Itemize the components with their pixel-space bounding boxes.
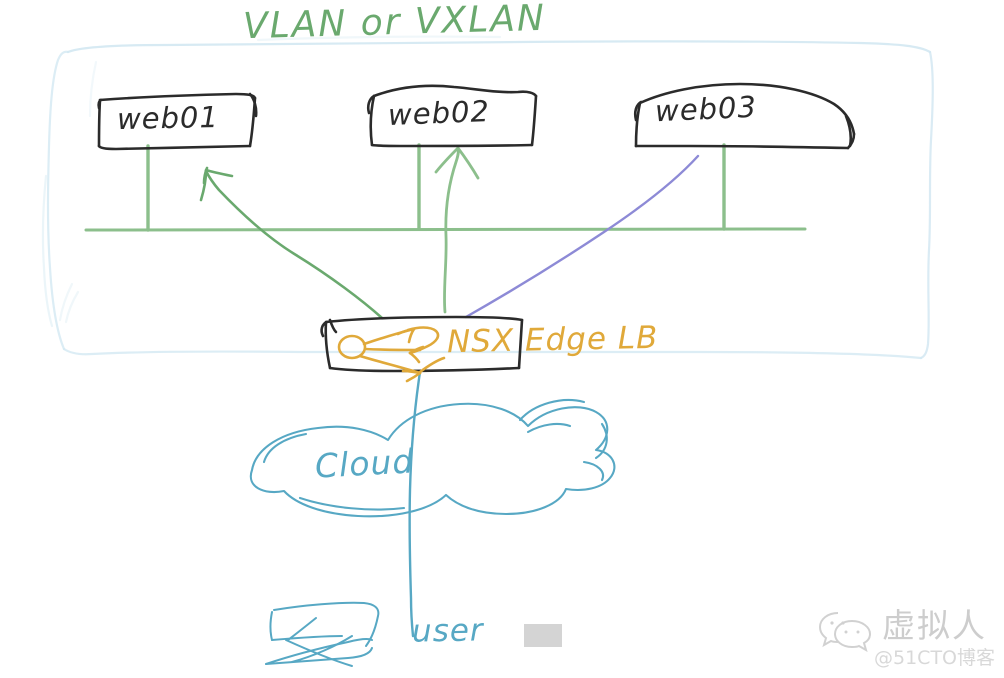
web02-label: web02 — [387, 94, 491, 132]
web02-box[interactable] — [366, 84, 538, 148]
watermark-brand: 虚拟人 — [882, 606, 987, 645]
link-edge-web02 — [434, 146, 480, 314]
user-redaction-block — [524, 624, 562, 647]
link-user-edge — [408, 370, 422, 638]
watermark: 虚拟人 @51CTO博客 — [818, 600, 996, 672]
whiteboard-outline — [41, 35, 934, 360]
nsx-edge-label: NSX Edge LB — [446, 319, 659, 361]
link-edge-web01 — [199, 166, 384, 320]
cloud-label: Cloud — [314, 441, 416, 486]
web01-label: web01 — [116, 99, 220, 137]
web03-label: web03 — [654, 89, 758, 129]
user-label: user — [411, 612, 484, 650]
watermark-site: @51CTO博客 — [874, 647, 996, 669]
cloud-shape — [249, 398, 616, 518]
wechat-icon — [818, 612, 872, 652]
web01-box[interactable] — [97, 92, 258, 151]
laptop-icon — [265, 601, 380, 667]
link-edge-web03 — [464, 154, 700, 319]
nsx-edge-box[interactable] — [320, 315, 524, 373]
load-balancer-icon — [337, 326, 446, 383]
web03-box[interactable] — [633, 82, 856, 150]
